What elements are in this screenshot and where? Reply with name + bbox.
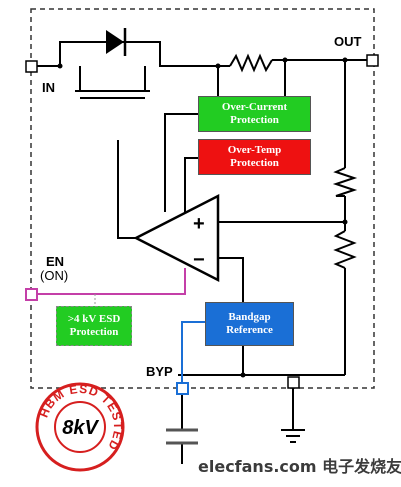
pin-label-en-sub: (ON) xyxy=(40,268,69,283)
pin-label-out: OUT xyxy=(334,34,362,49)
pin-label-byp: BYP xyxy=(146,364,173,379)
over-current-label-2: Protection xyxy=(230,114,279,126)
over-current-label-1: Over-Current xyxy=(221,101,288,113)
pin-label-en: EN xyxy=(46,254,65,269)
error-amplifier xyxy=(133,193,220,283)
byp-wire xyxy=(181,321,205,386)
over-temp-protection-block: Over-Temp Protection xyxy=(198,139,311,175)
pin-byp xyxy=(176,382,189,395)
bandgap-reference-block: Bandgap Reference xyxy=(205,302,294,346)
junction-dots xyxy=(57,57,348,378)
seal-value: 8kV xyxy=(62,417,99,439)
watermark: elecfans.com 电子发烧友 xyxy=(198,457,401,476)
amp-plus-label: + xyxy=(193,213,205,235)
byp-capacitor xyxy=(166,428,198,445)
pin-gnd xyxy=(287,376,300,389)
esd-label-2: Protection xyxy=(69,326,119,338)
pin-in xyxy=(25,60,38,73)
en-wire xyxy=(38,268,186,295)
over-current-protection-block: Over-Current Protection xyxy=(198,96,311,132)
sense-resistor xyxy=(229,53,273,73)
esd-seal: HBM ESD TESTED 8kV xyxy=(35,382,125,472)
amp-minus-label: − xyxy=(193,249,205,271)
over-temp-label-2: Protection xyxy=(230,157,279,169)
bandgap-label-1: Bandgap xyxy=(228,311,271,323)
diode-icon xyxy=(106,28,127,56)
pin-en xyxy=(25,288,38,301)
over-temp-label-1: Over-Temp xyxy=(227,144,282,156)
pin-label-in: IN xyxy=(42,80,55,95)
esd-protection-block: >4 kV ESD Protection xyxy=(56,306,132,346)
chip-boundary xyxy=(30,8,375,389)
bandgap-label-2: Reference xyxy=(226,324,273,336)
circuit-wires xyxy=(37,41,372,464)
feedback-resistor-top xyxy=(332,167,358,197)
feedback-resistor-bottom xyxy=(333,230,357,269)
pin-out xyxy=(366,54,379,67)
esd-label-1: >4 kV ESD xyxy=(67,313,121,325)
